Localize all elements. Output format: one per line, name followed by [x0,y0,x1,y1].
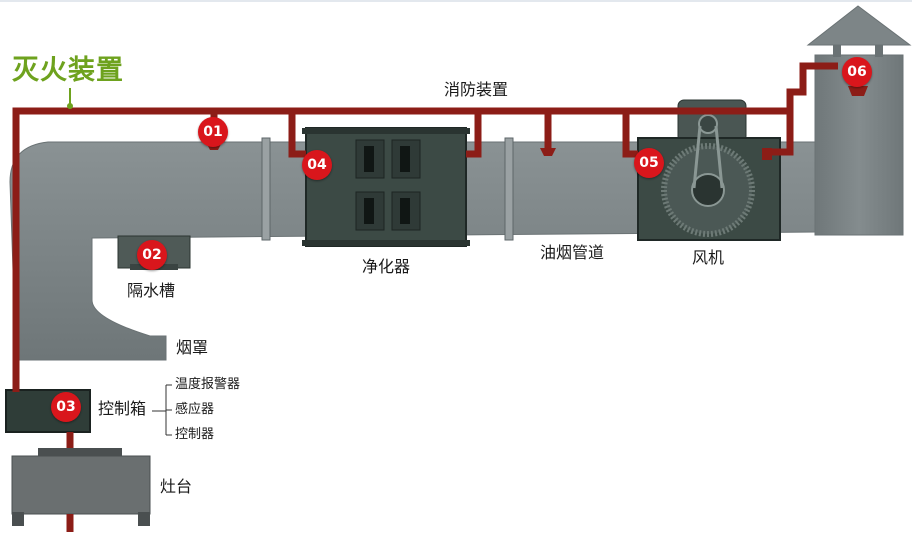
purifier-rim-bottom [302,240,470,246]
diagram-title: 灭火装置 [12,55,124,86]
fire-nozzles [206,86,868,160]
fire-pipe-network [12,62,838,532]
stove-top [38,448,122,458]
badge-06: 06 [842,57,872,87]
stove-leg-right [138,512,150,526]
control-item-controller: 控制器 [175,427,215,442]
badge-05: 05 [634,148,664,178]
stove-label: 灶台 [160,477,193,496]
duct-flange-1 [261,137,271,241]
top-border [0,0,912,2]
hood-label: 烟罩 [176,338,209,357]
chimney-post-left [833,45,841,57]
purifier-label: 净化器 [362,257,411,276]
stove-leg-left [12,512,24,526]
badge-04: 04 [302,150,332,180]
badge-01: 01 [198,117,228,147]
purifier-body [305,127,467,247]
control-box-label: 控制箱 [98,399,147,418]
control-items-bracket [152,384,172,436]
fire-system-label: 消防装置 [444,80,509,99]
water-separator-label: 隔水槽 [127,281,176,300]
chimney-cap [806,5,912,46]
purifier-rim-top [302,128,470,134]
badge-03: 03 [51,392,81,422]
duct-flange-2 [504,137,514,241]
chimney-post-right [875,45,883,57]
duct-label: 油烟管道 [540,243,605,262]
control-item-sensor: 感应器 [175,402,215,417]
fan-label: 风机 [692,248,725,267]
badge-02: 02 [137,240,167,270]
control-item-temperature-alarm: 温度报警器 [175,377,241,392]
stove-body [11,455,151,515]
